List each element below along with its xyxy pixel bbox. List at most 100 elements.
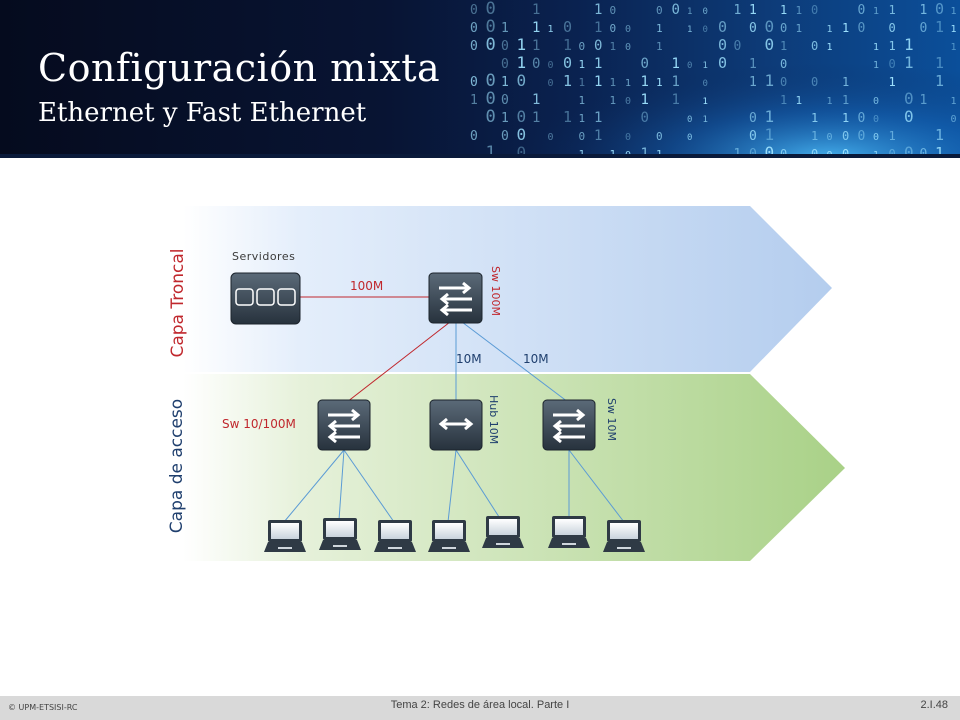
binary-digit: 0 <box>672 2 680 18</box>
binary-digit: 0 <box>625 132 631 143</box>
binary-digit: 0 <box>858 111 866 126</box>
layer-label-acceso: Capa de acceso <box>167 398 187 534</box>
binary-digit: 1 <box>501 21 509 36</box>
binary-digit: 0 <box>811 39 818 53</box>
binary-digit: 0 <box>703 25 708 35</box>
binary-digit: 1 <box>579 58 586 71</box>
binary-digit: 0 <box>718 54 727 72</box>
binary-digit: 0 <box>749 21 757 36</box>
binary-digit: 1 <box>842 21 849 35</box>
binary-digit: 1 <box>935 72 944 90</box>
binary-digit: 0 <box>656 4 663 17</box>
footer-copyright: © UPM-ETSISI-RC <box>8 703 78 712</box>
binary-digit: 1 <box>749 57 757 72</box>
binary-digit: 1 <box>656 22 663 35</box>
label-sw-10-100m: Sw 10/100M <box>222 417 296 431</box>
links <box>283 296 625 523</box>
binary-digit: 0 <box>548 78 554 89</box>
binary-digit: 1 <box>842 111 849 125</box>
binary-digit: 0 <box>641 56 649 72</box>
binary-digit: 0 <box>486 89 496 109</box>
binary-digit: 1 <box>594 128 602 144</box>
binary-digit: 1 <box>796 94 803 107</box>
binary-digit: 1 <box>765 71 775 90</box>
binary-digit: 0 <box>501 57 509 72</box>
label-link-100m: 100M <box>350 279 384 293</box>
binary-digit: 0 <box>486 17 496 37</box>
binary-digit: 1 <box>951 96 957 107</box>
binary-digit: 1 <box>920 93 928 108</box>
binary-digit: 0 <box>625 42 631 53</box>
link-sw10100-pc3 <box>343 449 395 523</box>
label-sw-100m: Sw 100M <box>489 266 502 316</box>
binary-digit: 1 <box>842 93 849 107</box>
binary-digit: 1 <box>889 3 896 17</box>
slide-title: Configuración mixta <box>38 46 441 90</box>
binary-digit: 1 <box>889 39 896 53</box>
binary-digit: 1 <box>951 42 957 53</box>
binary-digit: 0 <box>734 39 742 54</box>
binary-digit: 1 <box>827 42 833 53</box>
binary-digit: 0 <box>641 110 649 126</box>
binary-digit: 1 <box>734 147 742 158</box>
binary-digit: 0 <box>718 36 727 54</box>
binary-digit: 1 <box>532 110 540 126</box>
label-link-10m-hub: 10M <box>456 352 482 366</box>
binary-digit: 0 <box>811 75 818 89</box>
binary-digit: 1 <box>641 74 649 90</box>
binary-digit: 0 <box>656 130 663 143</box>
binary-digit: 0 <box>765 35 775 54</box>
binary-digit: 0 <box>517 71 527 90</box>
binary-digit: 1 <box>951 6 957 17</box>
label-sw-10m: Sw 10M <box>605 398 618 441</box>
binary-digit: 1 <box>780 93 787 107</box>
binary-digit: 1 <box>641 92 649 108</box>
binary-digit: 1 <box>889 75 896 89</box>
binary-digit: 0 <box>517 143 527 158</box>
binary-digit: 0 <box>687 115 692 125</box>
binary-digit: 0 <box>501 129 509 144</box>
binary-digit: 1 <box>811 129 818 143</box>
link-hub-pc5 <box>455 449 502 521</box>
binary-digit: 0 <box>625 96 631 107</box>
binary-digit: 0 <box>811 3 818 17</box>
binary-digit: 1 <box>517 53 527 72</box>
binary-digit: 0 <box>765 17 775 36</box>
server-icon <box>230 272 301 325</box>
binary-digit: 0 <box>780 57 787 71</box>
binary-digit: 0 <box>579 130 586 143</box>
binary-digit: 0 <box>501 93 509 108</box>
hub-icon <box>429 399 483 451</box>
binary-digit: 1 <box>486 143 496 158</box>
binary-digit: 0 <box>920 147 928 158</box>
binary-digit: 1 <box>935 144 944 158</box>
binary-digit: 1 <box>470 93 478 108</box>
binary-digit: 1 <box>703 61 708 71</box>
binary-digit: 1 <box>656 76 663 89</box>
binary-digit: 1 <box>796 4 803 17</box>
binary-digit: 1 <box>873 6 879 17</box>
footer-topic: Tema 2: Redes de área local. Parte I <box>390 699 570 711</box>
binary-digit: 1 <box>610 94 617 107</box>
laptop-icon <box>264 520 306 552</box>
binary-digit: 0 <box>486 107 496 127</box>
binary-digit: 1 <box>579 94 586 107</box>
binary-digit: 1 <box>563 72 572 90</box>
binary-digit: 0 <box>625 24 631 35</box>
laptops <box>264 516 645 552</box>
binary-digit: 1 <box>780 3 787 17</box>
binary-digit: 0 <box>517 125 527 144</box>
binary-digit: 1 <box>594 20 602 36</box>
binary-digit: 0 <box>486 35 496 55</box>
binary-digit: 1 <box>749 3 757 18</box>
binary-digit: 1 <box>811 111 818 125</box>
binary-digit: 0 <box>548 132 554 143</box>
binary-digit: 1 <box>579 112 586 125</box>
binary-digit: 1 <box>796 22 803 35</box>
binary-digit: 1 <box>563 36 572 54</box>
laptop-icon <box>603 520 645 552</box>
binary-digit: 0 <box>470 3 478 18</box>
binary-digit: 1 <box>873 60 879 71</box>
